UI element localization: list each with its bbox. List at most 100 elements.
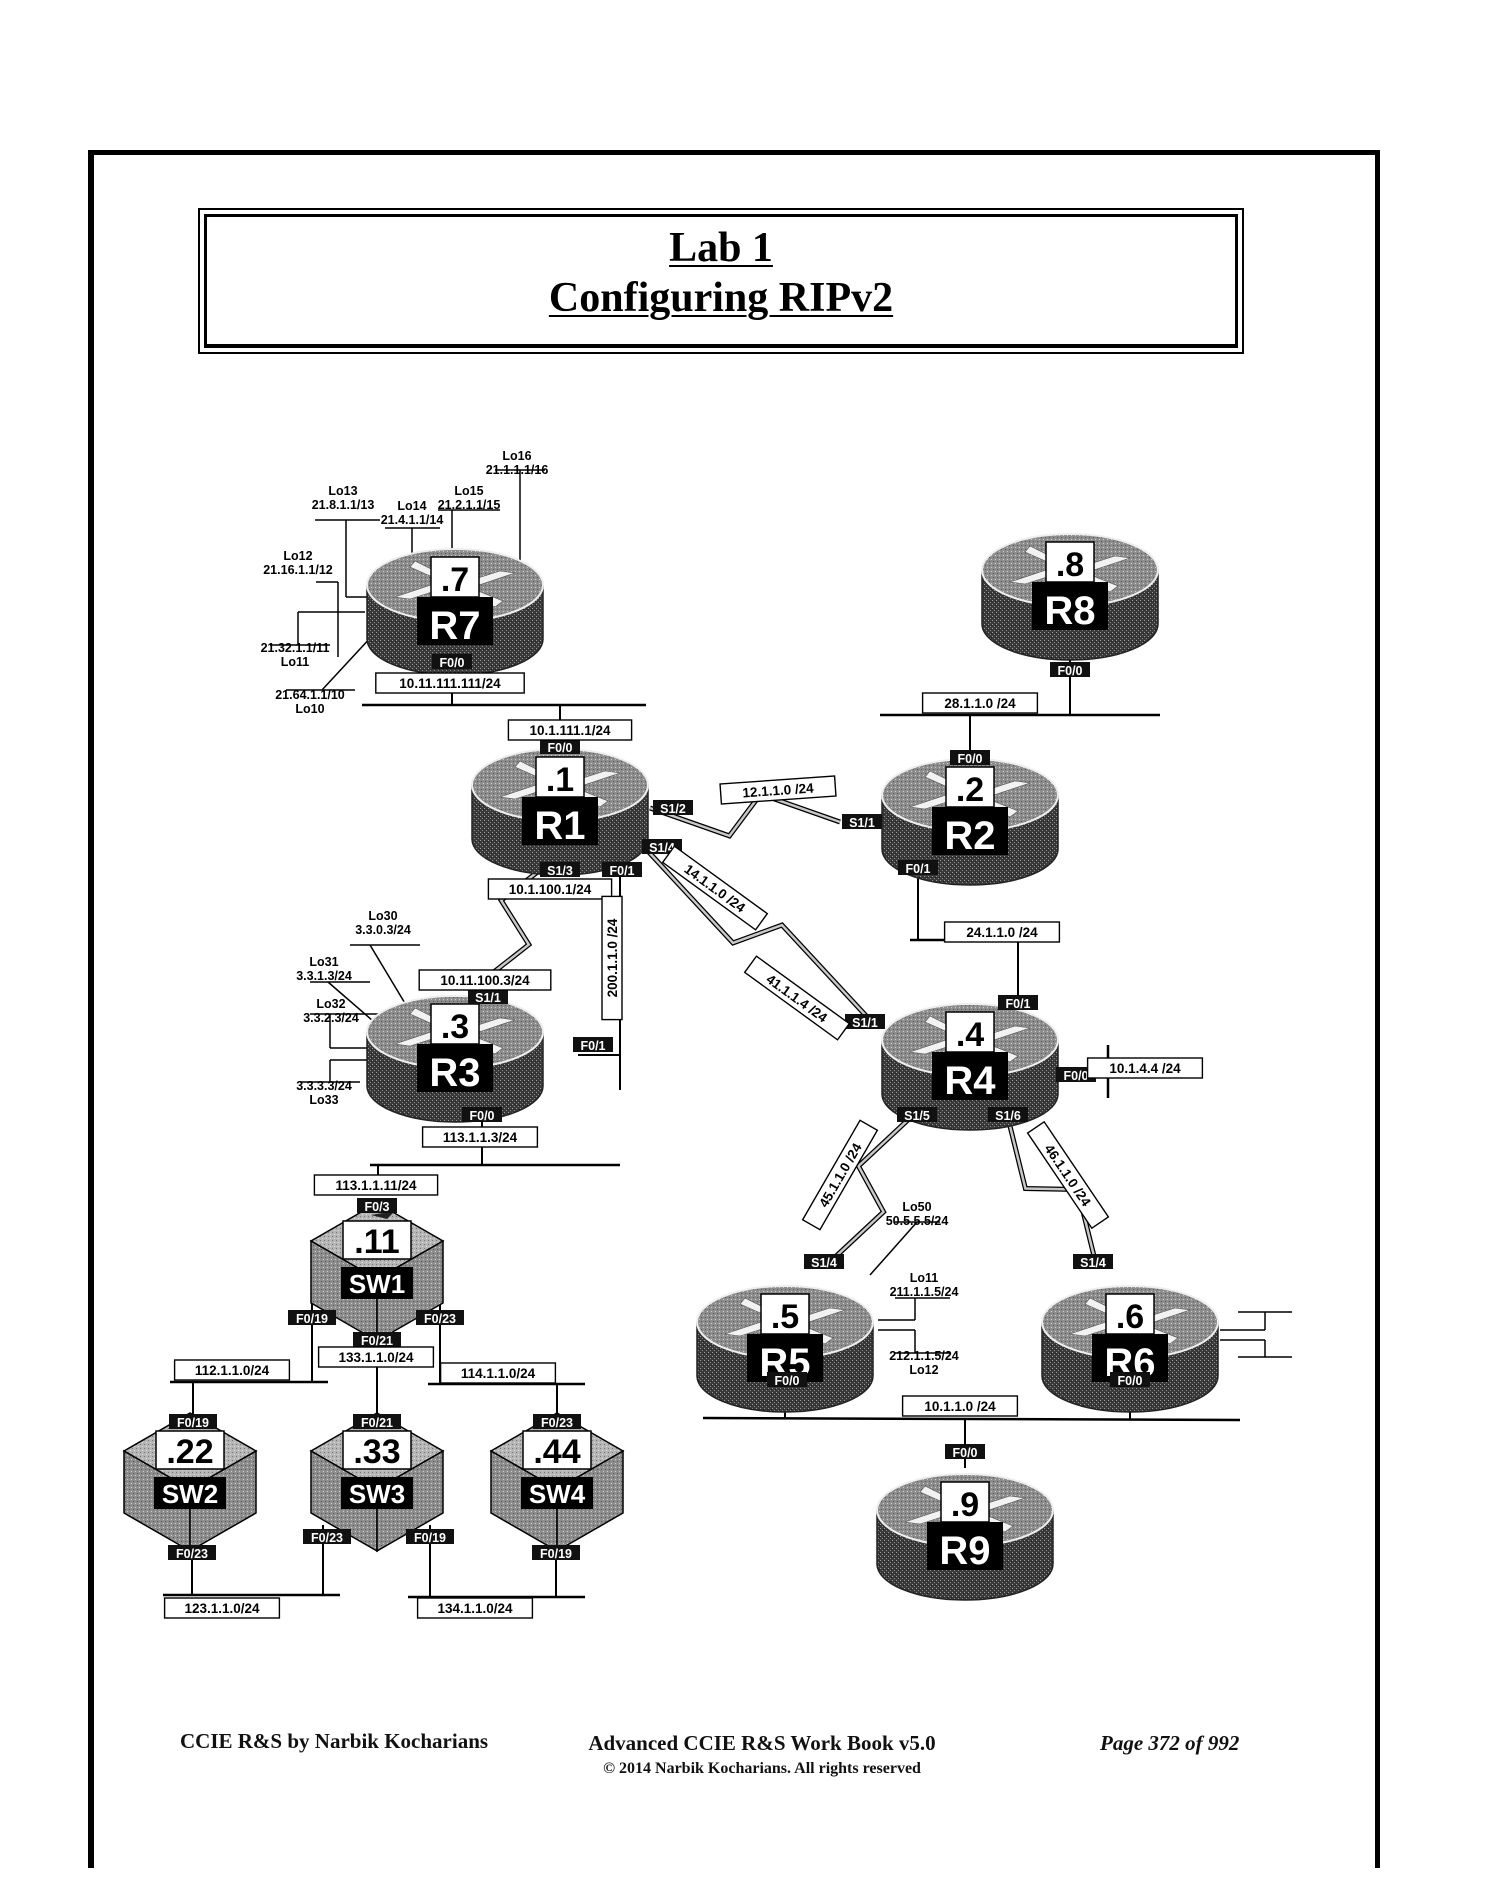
subnet-label-text: 113.1.1.11/24: [335, 1178, 417, 1193]
lab-number-text: Lab 1: [669, 225, 773, 271]
footer-copyright: © 2014 Narbik Kocharians. All rights res…: [603, 1760, 921, 1777]
interface-tag-label: S1/1: [849, 816, 875, 830]
interface-tag-bg: [998, 995, 1038, 1010]
host-id-label: .44: [533, 1433, 580, 1471]
loopback-ip: 3.3.1.3/24: [296, 969, 352, 983]
interface-tag-label: S1/6: [995, 1109, 1021, 1123]
interface-tag-r8-f00: F0/0: [1050, 662, 1090, 678]
subnet-label-net-12: 12.1.1.0 /24: [719, 775, 837, 805]
router-name-label: R2: [944, 814, 995, 858]
router-r9: .9R9: [876, 1473, 1054, 1601]
interface-tag-bg: [462, 1107, 502, 1122]
host-id-box: [940, 1481, 990, 1523]
interface-tag-sw3-f019: F0/19: [406, 1529, 454, 1545]
lab-topic-title: Configuring RIPv2: [200, 274, 1242, 322]
interface-tag-label: S1/5: [904, 1109, 930, 1123]
interface-tag-label: F0/0: [1117, 1374, 1142, 1388]
router-name-label: R3: [429, 1051, 480, 1095]
switch-name-box: [154, 1477, 226, 1509]
footer-page-number: Page 372 of 992: [1100, 1731, 1240, 1755]
interface-tag-r5-f00: F0/0: [767, 1372, 807, 1388]
router-name-box: [417, 1044, 493, 1092]
switch-name-box: [341, 1477, 413, 1509]
host-id-box: [945, 766, 995, 808]
subnet-label-r4-s11-ip: 41.1.1.4 /24: [743, 955, 851, 1041]
interface-tag-bg: [357, 1198, 397, 1213]
interface-tag-bg: [842, 814, 882, 829]
serial-link-fill: [1006, 1117, 1097, 1261]
host-id-box: [430, 556, 480, 598]
router-name-box: [932, 807, 1008, 855]
subnet-label-net-28: 28.1.1.0 /24: [921, 692, 1039, 714]
interface-tag-label: F0/0: [1063, 1069, 1088, 1083]
subnet-label-box: [601, 895, 623, 1021]
interface-tag-r3-f00: F0/0: [462, 1107, 502, 1123]
loopback-name: Lo11: [910, 1271, 939, 1285]
host-id-label: .1: [546, 761, 574, 799]
host-id-box: [430, 1003, 480, 1045]
lab-number-title: Lab 1: [200, 224, 1242, 272]
subnet-label-net-123: 123.1.1.0/24: [163, 1597, 281, 1619]
interface-tag-sw4-f023: F0/23: [533, 1414, 581, 1430]
loopback-name: Lo50: [902, 1200, 931, 1214]
title-box: Lab 1 Configuring RIPv2: [198, 208, 1244, 354]
subnet-label-r7-ip: 10.11.111.111/24: [375, 672, 525, 694]
interface-tag-label: F0/0: [952, 1446, 977, 1460]
loopback-name: Lo11: [281, 655, 310, 669]
loopback-name: Lo10: [295, 702, 324, 716]
loopback-name: Lo31: [309, 955, 338, 969]
interface-tag-r3-s11: S1/1: [468, 989, 508, 1005]
loopback-ip: 21.2.1.1/15: [438, 498, 501, 512]
subnet-label-text: 41.1.1.4 /24: [763, 971, 830, 1025]
subnet-label-r4-f00-ip: 10.1.4.4 /24: [1086, 1057, 1204, 1079]
interface-tag-r4-s15: S1/5: [897, 1107, 937, 1123]
interface-tag-bg: [416, 1310, 464, 1325]
router-r3: .3R3: [366, 995, 544, 1123]
subnet-label-text: 114.1.1.0/24: [461, 1366, 536, 1381]
subnet-label-net-46: 46.1.1.0 /24: [1026, 1120, 1110, 1230]
loopback-ip: 21.32.1.1/11: [261, 641, 330, 655]
router-name-label: R4: [944, 1059, 996, 1103]
subnet-label-text: 45.1.1.0 /24: [816, 1140, 865, 1210]
interface-tag-label: F0/19: [296, 1312, 328, 1326]
host-id-label: .5: [771, 1298, 799, 1336]
host-id-label: .22: [166, 1433, 213, 1471]
loopback-name: Lo33: [309, 1093, 338, 1107]
interface-tag-label: F0/1: [905, 862, 930, 876]
serial-link-r1-r4: [643, 846, 872, 1022]
switch-name-label: SW1: [349, 1269, 405, 1299]
loopback-ip: 21.16.1.1/12: [263, 563, 333, 577]
interface-tag-label: F0/23: [311, 1531, 343, 1545]
host-id-label: .2: [956, 771, 984, 809]
interface-tag-bg: [353, 1414, 401, 1429]
interface-tag-bg: [468, 989, 508, 1004]
interface-tag-bg: [169, 1414, 217, 1429]
interface-tag-r1-s13: S1/3: [540, 862, 580, 878]
subnet-label-net-112: 112.1.1.0/24: [173, 1359, 291, 1381]
loopback-name: Lo14: [397, 499, 426, 513]
subnet-label-text: 133.1.1.0/24: [338, 1350, 414, 1365]
subnet-label-box: [317, 1346, 435, 1368]
interface-tag-r4-s16: S1/6: [988, 1107, 1028, 1123]
interface-tag-r3-f01: F0/1: [573, 1037, 613, 1053]
interface-tag-r1-f00: F0/0: [540, 739, 580, 755]
subnet-label-box: [416, 1597, 534, 1619]
router-name-box: [522, 797, 598, 845]
loopback-ip: 3.3.0.3/24: [355, 923, 411, 937]
subnet-label-box: [901, 1395, 1019, 1417]
subnet-label-box: [375, 672, 525, 694]
switch-name-label: SW4: [529, 1479, 586, 1509]
subnet-label-box: [743, 955, 851, 1041]
interface-tag-bg: [897, 1107, 937, 1122]
subnet-label-box: [801, 1119, 879, 1231]
subnet-label-net-133: 133.1.1.0/24: [317, 1346, 435, 1368]
loopback-stub-line: [869, 1221, 918, 1276]
subnet-label-net-24: 24.1.1.0 /24: [943, 921, 1061, 943]
